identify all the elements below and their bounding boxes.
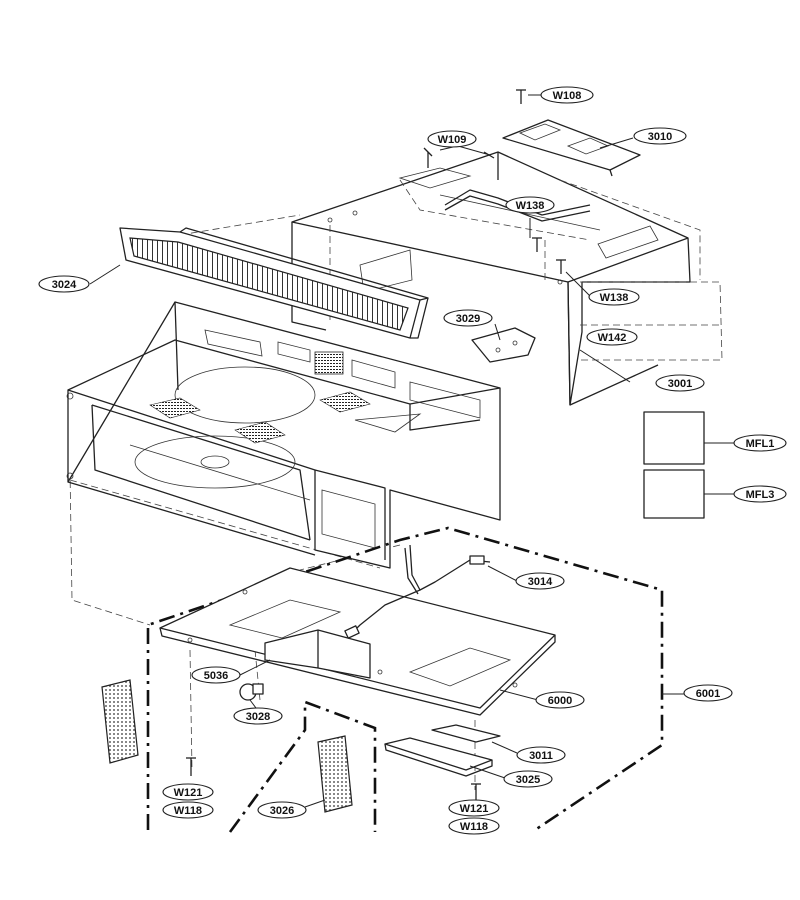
filter-3011 (431, 724, 501, 743)
callout-3025-text: 3025 (516, 774, 540, 786)
callout-w142-text: W142 (598, 332, 627, 344)
screw-w121-left (186, 757, 196, 776)
label-sheet-mfl3 (643, 469, 705, 519)
base-plate-6000 (159, 567, 556, 716)
cover-3025 (384, 737, 493, 777)
callout-3001-text: 3001 (668, 378, 692, 390)
oven-cavity-chassis (66, 301, 501, 569)
mounting-strip (444, 189, 591, 222)
callout-w108-text: W108 (553, 90, 582, 102)
callout-w138-side: W138 (588, 288, 640, 306)
screw-w108 (516, 89, 526, 104)
callout-3026-text: 3026 (270, 805, 294, 817)
callout-w109: W109 (427, 130, 477, 148)
callout-3024-text: 3024 (52, 279, 77, 291)
callout-3014-text: 3014 (528, 576, 553, 588)
grease-filter-left (101, 679, 139, 764)
label-sheet-mfl1 (643, 411, 705, 465)
callout-3029-text: 3029 (456, 313, 480, 325)
callout-3010: 3010 (633, 127, 687, 145)
screw-w121-right (471, 783, 481, 800)
grease-filter-3026 (317, 735, 353, 813)
callout-3011: 3011 (516, 746, 566, 764)
vent-grille-3024 (119, 227, 429, 339)
callout-w121-right: W121 (448, 799, 500, 817)
callout-w142: W142 (586, 328, 638, 346)
callout-w121-left: W121 (162, 783, 214, 801)
screw-w138-side (556, 259, 566, 274)
callout-3026: 3026 (257, 801, 307, 819)
callout-3010-text: 3010 (648, 131, 672, 143)
callout-3014: 3014 (515, 572, 565, 590)
callout-w121-left-text: W121 (174, 787, 203, 799)
bracket-3029 (471, 327, 536, 363)
callout-3028-text: 3028 (246, 711, 270, 723)
callout-mfl3: MFL3 (733, 485, 787, 503)
callout-w118-left-text: W118 (174, 805, 202, 817)
callout-6000-text: 6000 (548, 695, 572, 707)
callout-6001: 6001 (683, 684, 733, 702)
wire-harness-3014 (344, 544, 491, 639)
callout-w138-top-text: W138 (516, 200, 545, 212)
callout-mfl3-text: MFL3 (746, 489, 775, 501)
callout-mfl1: MFL1 (733, 434, 787, 452)
group-border-6001 (146, 526, 664, 832)
screw-w138-top (532, 237, 542, 252)
callout-3025: 3025 (503, 770, 553, 788)
callout-w118-right-text: W118 (460, 821, 488, 833)
callout-3028: 3028 (233, 707, 283, 725)
callout-w108: W108 (540, 86, 594, 104)
callout-w121-right-text: W121 (460, 803, 489, 815)
callout-5036-text: 5036 (204, 670, 228, 682)
callout-w118-left: W118 (162, 801, 214, 819)
callout-3011-text: 3011 (529, 750, 553, 762)
callout-w109-text: W109 (438, 134, 467, 146)
callout-5036: 5036 (191, 666, 241, 684)
callout-3024: 3024 (38, 275, 90, 293)
callout-3001: 3001 (655, 374, 705, 392)
callout-w118-right: W118 (448, 817, 500, 835)
lamp-3028 (239, 683, 264, 701)
callout-6000: 6000 (535, 691, 585, 709)
leader-lines (89, 94, 735, 808)
callout-6001-text: 6001 (696, 688, 720, 700)
group-border-inner-6001 (228, 700, 377, 833)
callout-w138-top: W138 (505, 196, 555, 214)
callout-mfl1-text: MFL1 (746, 438, 775, 450)
callout-3029: 3029 (443, 309, 493, 327)
callout-w138-side-text: W138 (600, 292, 629, 304)
